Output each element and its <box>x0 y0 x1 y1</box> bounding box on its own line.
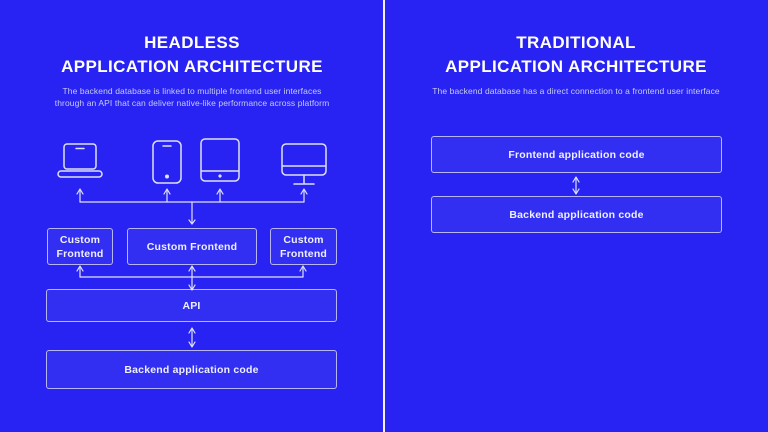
frontend-box-right: Frontend application code <box>431 136 722 173</box>
headless-subtitle: The backend database is linked to multip… <box>0 85 384 109</box>
devices-connector <box>76 188 308 225</box>
headless-title: HEADLESS APPLICATION ARCHITECTURE <box>0 31 384 79</box>
api-backend-arrow <box>188 327 196 348</box>
headless-title-line2: APPLICATION ARCHITECTURE <box>61 57 323 76</box>
traditional-panel-header: TRADITIONAL APPLICATION ARCHITECTURE The… <box>384 31 768 97</box>
custom-frontend-box-2: Custom Frontend <box>127 228 257 265</box>
desktop-monitor-icon <box>281 143 327 185</box>
backend-label-right: Backend application code <box>509 208 644 221</box>
frontend-api-connector <box>76 265 307 291</box>
traditional-subtitle-line1: The backend database has a direct connec… <box>432 86 720 96</box>
api-label: API <box>182 299 201 312</box>
custom-frontend-label-2: Custom Frontend <box>146 240 238 253</box>
traditional-title: TRADITIONAL APPLICATION ARCHITECTURE <box>384 31 768 79</box>
custom-frontend-box-1: Custom Frontend <box>47 228 113 265</box>
backend-box-right: Backend application code <box>431 196 722 233</box>
headless-subtitle-line2: through an API that can deliver native-l… <box>54 98 330 108</box>
api-box: API <box>46 289 337 322</box>
smartphone-icon <box>152 140 182 184</box>
panel-divider <box>383 0 385 432</box>
custom-frontend-label-3: Custom Frontend <box>279 233 328 260</box>
headless-title-line1: HEADLESS <box>144 33 240 52</box>
traditional-title-line2: APPLICATION ARCHITECTURE <box>445 57 707 76</box>
backend-label-left: Backend application code <box>124 363 259 376</box>
laptop-icon <box>57 143 103 178</box>
traditional-subtitle: The backend database has a direct connec… <box>384 85 768 97</box>
custom-frontend-box-3: Custom Frontend <box>270 228 337 265</box>
traditional-title-line1: TRADITIONAL <box>516 33 636 52</box>
tablet-icon <box>200 138 240 182</box>
backend-box-left: Backend application code <box>46 350 337 389</box>
headless-panel-header: HEADLESS APPLICATION ARCHITECTURE The ba… <box>0 31 384 109</box>
frontend-label-right: Frontend application code <box>508 148 645 161</box>
frontend-backend-arrow <box>572 176 580 195</box>
headless-subtitle-line1: The backend database is linked to multip… <box>62 86 322 96</box>
custom-frontend-label-1: Custom Frontend <box>56 233 104 260</box>
